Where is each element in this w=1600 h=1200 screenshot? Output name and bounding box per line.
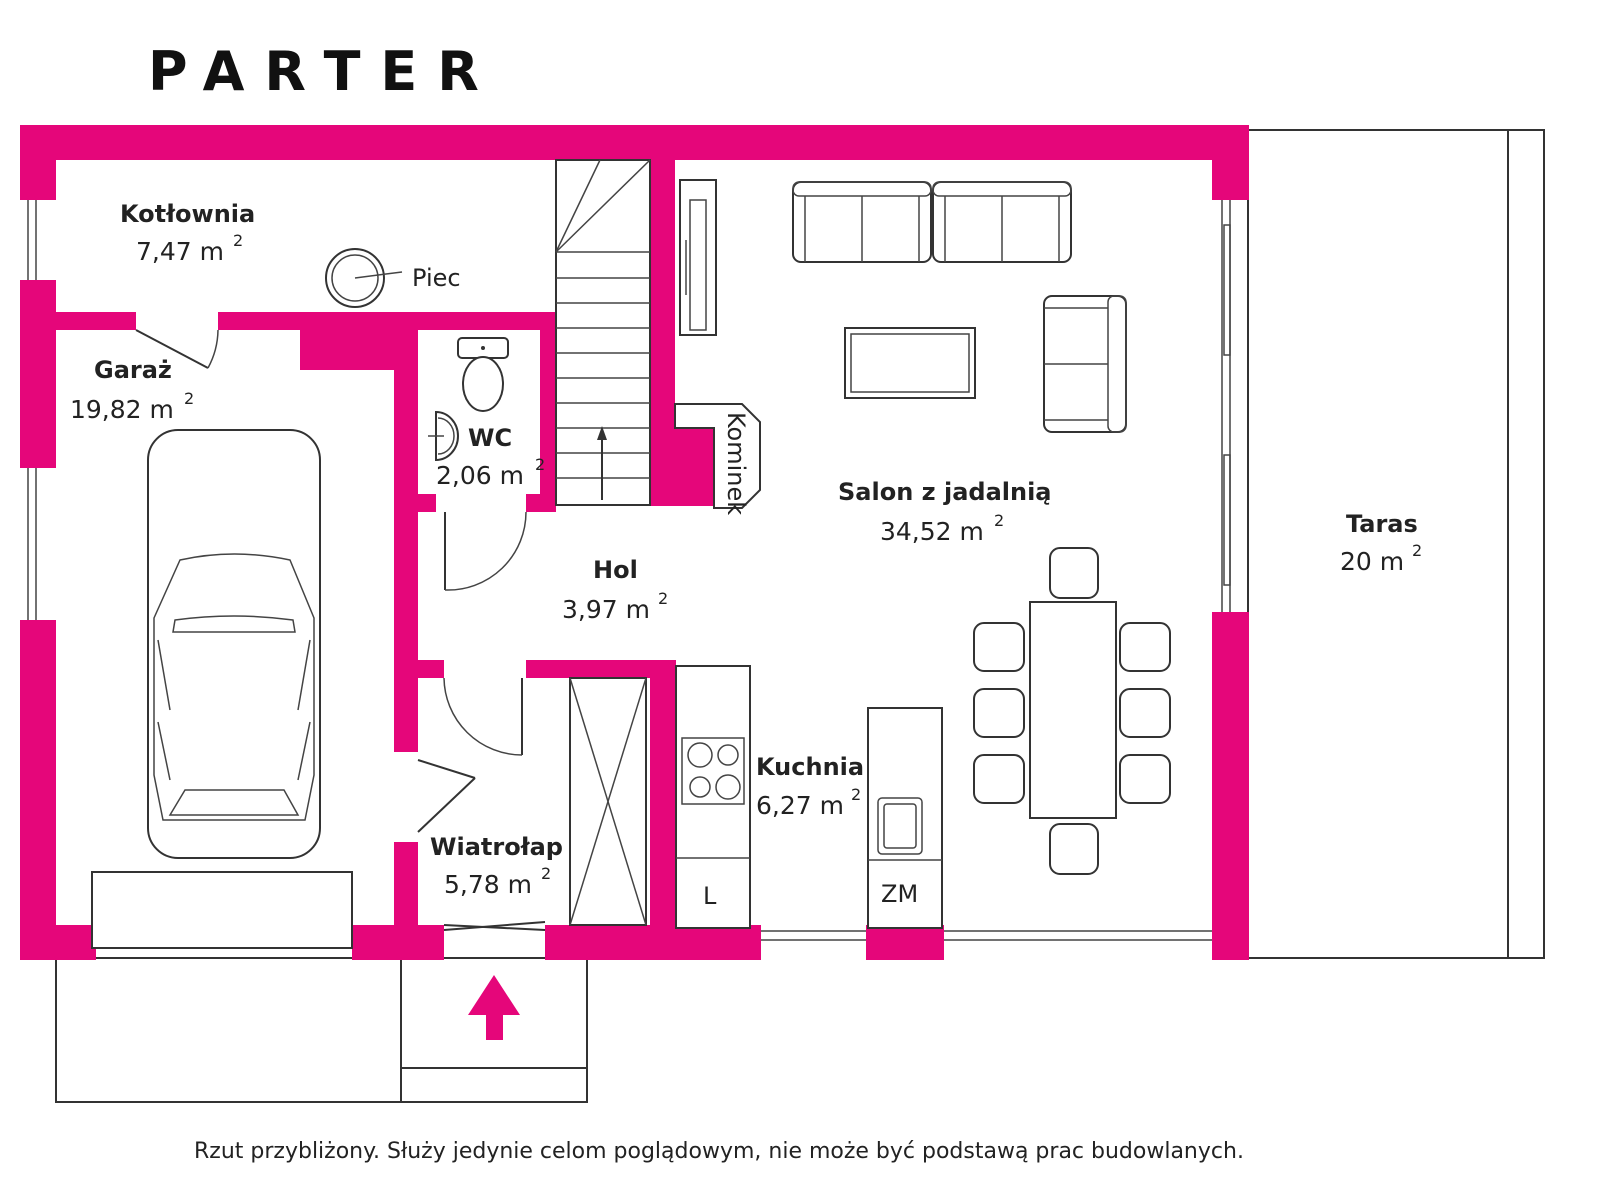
room-garaz: Garaż 19,82 m 2: [70, 356, 194, 424]
toilet: [457, 337, 509, 412]
room-salon: Salon z jadalnią 34,52 m 2: [838, 478, 1052, 546]
room-kuchnia: Kuchnia 6,27 m 2: [756, 753, 864, 820]
room-area: 5,78 m: [444, 870, 532, 899]
area-exponent: 2: [1412, 541, 1422, 560]
wardrobe: [569, 677, 647, 926]
area-exponent: 2: [541, 864, 551, 883]
kitchen-island: [867, 707, 943, 929]
room-name: WC: [468, 424, 512, 452]
dining-chairs: [973, 547, 1171, 875]
walls: [20, 125, 1249, 960]
fireplace-label: Kominek: [722, 412, 750, 515]
fireplace: Kominek: [674, 403, 761, 515]
stairs-arrow-icon: [597, 426, 607, 500]
room-area: 3,97 m: [562, 595, 650, 624]
coffee-table: [844, 327, 976, 399]
washbasin: [428, 410, 459, 462]
sofa-top: [792, 181, 1072, 263]
entrance-arrow-icon: [468, 975, 520, 1040]
fridge-label: L: [703, 882, 717, 910]
area-exponent: 2: [184, 389, 194, 408]
area-exponent: 2: [658, 589, 668, 608]
area-exponent: 2: [994, 511, 1004, 530]
garage-shelf: [91, 871, 353, 949]
room-name: Wiatrołap: [430, 833, 563, 861]
room-wc: WC 2,06 m 2: [436, 424, 545, 490]
tv-unit: [679, 179, 717, 336]
dishwasher-label: ZM: [881, 880, 918, 908]
room-name: Kotłownia: [120, 200, 255, 228]
boiler: [325, 248, 403, 308]
room-name: Hol: [593, 556, 638, 584]
room-name: Taras: [1346, 510, 1418, 538]
dining-table: [1029, 601, 1117, 819]
disclaimer-note: Rzut przybliżony. Służy jedynie celom po…: [194, 1139, 1244, 1164]
room-area: 20 m: [1340, 547, 1404, 576]
sofa-side: [1043, 295, 1127, 433]
room-taras: Taras 20 m 2: [1340, 510, 1422, 576]
room-name: Kuchnia: [756, 753, 864, 781]
terrace: [1247, 129, 1545, 959]
room-kotlownia: Kotłownia 7,47 m 2: [120, 200, 255, 266]
room-area: 6,27 m: [756, 791, 844, 820]
front-outlines: [55, 957, 588, 1103]
area-exponent: 2: [233, 231, 243, 250]
windows: [27, 200, 1231, 941]
room-name: Garaż: [94, 356, 172, 384]
plan-title: PARTER: [148, 40, 499, 103]
area-exponent: 2: [851, 785, 861, 804]
room-name: Salon z jadalnią: [838, 478, 1052, 506]
room-area: 34,52 m: [880, 517, 984, 546]
area-exponent: 2: [535, 455, 545, 474]
room-area: 19,82 m: [70, 395, 174, 424]
room-hol: Hol 3,97 m 2: [562, 556, 668, 624]
kitchen-counter: [675, 665, 751, 929]
boiler-label: Piec: [412, 264, 461, 292]
doors: [135, 329, 546, 931]
car: [147, 429, 321, 859]
room-area: 2,06 m: [436, 461, 524, 490]
stairs: [555, 159, 651, 506]
room-area: 7,47 m: [136, 237, 224, 266]
room-wiatrolap: Wiatrołap 5,78 m 2: [430, 833, 563, 899]
